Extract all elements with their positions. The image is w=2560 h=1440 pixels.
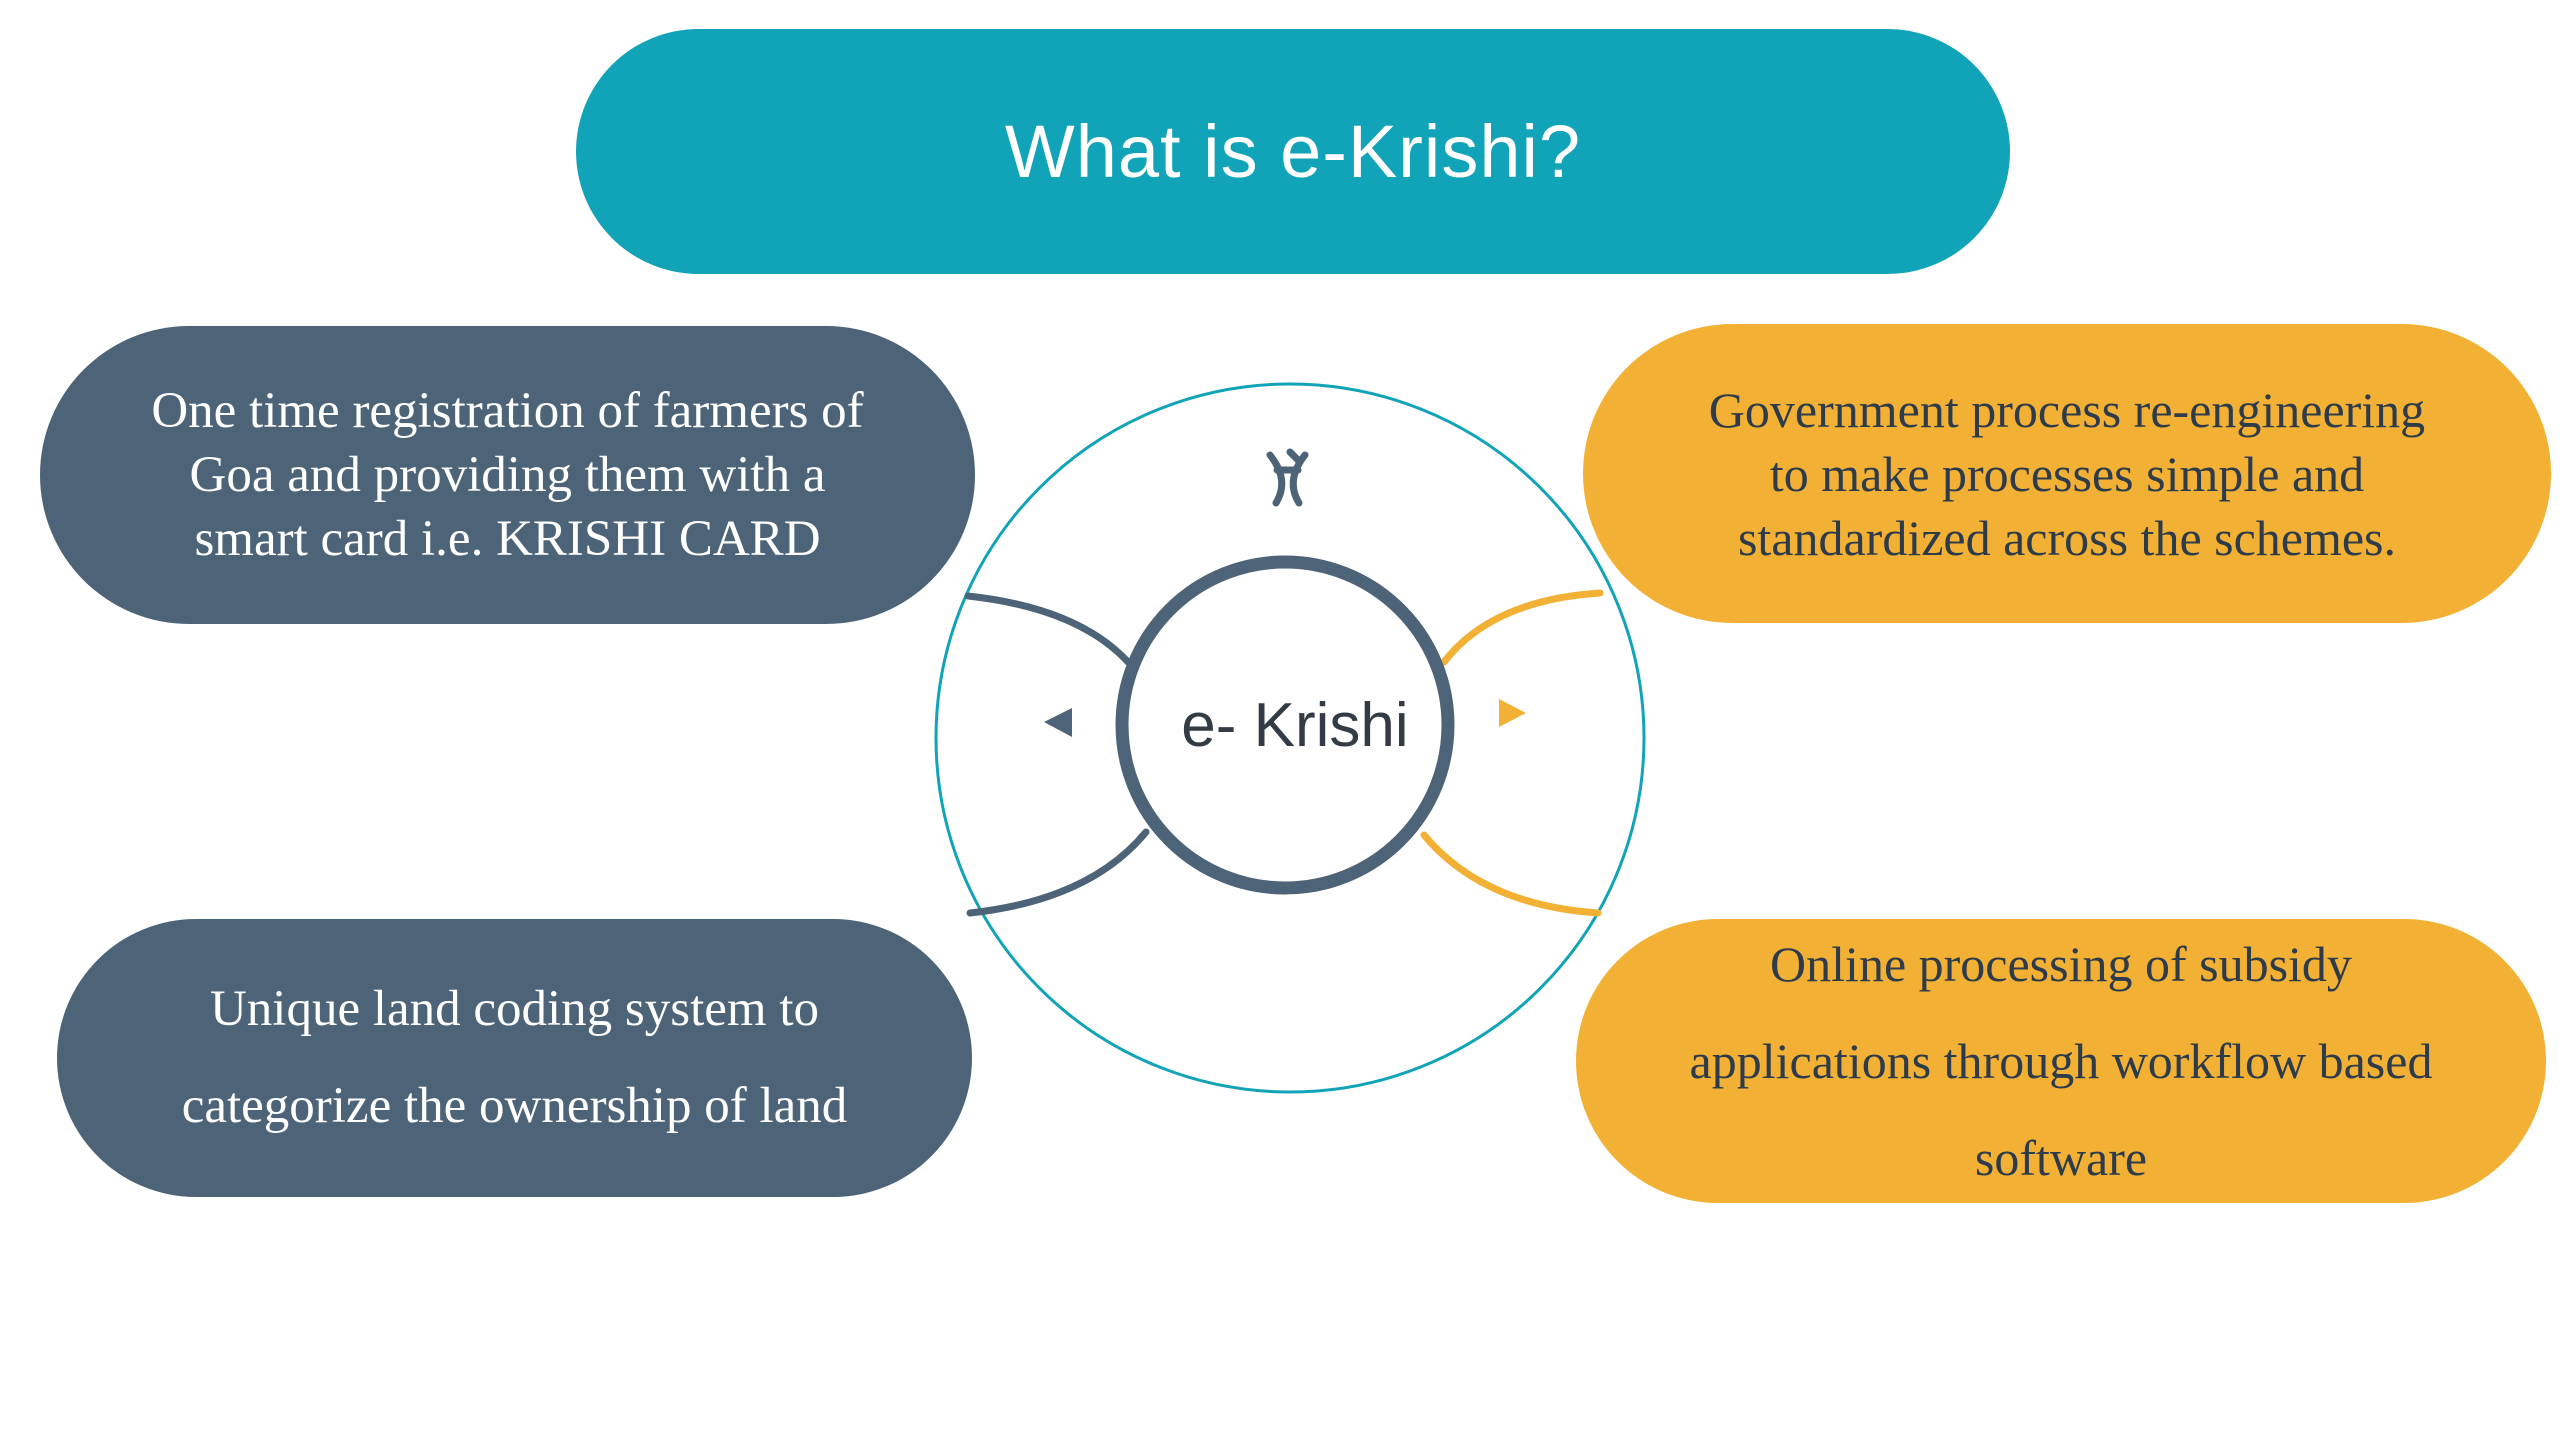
- triangle-right-icon: [1499, 699, 1526, 727]
- title-banner: What is e-Krishi?: [576, 29, 2010, 274]
- outer-ring: [934, 382, 1646, 1094]
- card-process-reengineering: Government process re-engineering to mak…: [1583, 324, 2551, 623]
- card-farmer-registration-text: One time registration of farmers of Goa …: [151, 383, 864, 567]
- card-online-processing-text: Online processing of subsidy application…: [1689, 935, 2433, 1186]
- connector-arc-top-left: [964, 592, 1132, 666]
- card-farmer-registration: One time registration of farmers of Goa …: [40, 326, 975, 624]
- hub-label: e- Krishi: [1181, 690, 1409, 760]
- connector-arc-top-right: [1440, 589, 1604, 666]
- card-process-reengineering-text: Government process re-engineering to mak…: [1708, 381, 2426, 566]
- dna-helix-icon: [1266, 448, 1309, 507]
- card-online-processing: Online processing of subsidy application…: [1576, 919, 2546, 1203]
- card-land-coding: Unique land coding system to categorize …: [57, 919, 972, 1197]
- connector-arc-bottom-right: [1420, 831, 1602, 917]
- slide-title: What is e-Krishi?: [1004, 110, 1582, 193]
- inner-ring: [1115, 555, 1455, 895]
- triangle-left-icon: [1044, 708, 1072, 737]
- card-land-coding-text: Unique land coding system to categorize …: [181, 981, 848, 1134]
- connector-arc-bottom-left: [966, 828, 1150, 917]
